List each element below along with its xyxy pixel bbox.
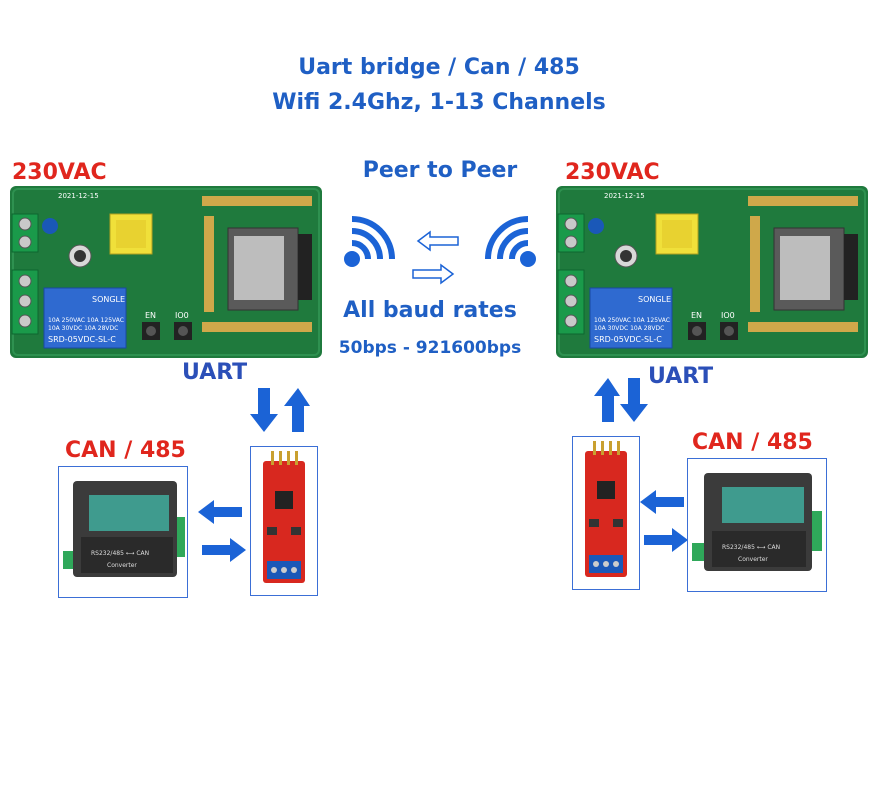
hollow-arrow-left-icon xyxy=(416,230,459,252)
converter-name: Converter xyxy=(107,562,137,569)
right-ttl-module-frame xyxy=(572,436,640,590)
relay-brand: SONGLE xyxy=(638,295,671,304)
right-power-label: 230VAC xyxy=(565,160,660,185)
relay-model: SRD-05VDC-SL-C xyxy=(594,335,662,344)
left-can-label: CAN / 485 xyxy=(65,438,186,463)
title-line-2: Wifi 2.4Ghz, 1-13 Channels xyxy=(272,90,606,115)
converter-model: RS232/485 ⟷ CAN xyxy=(722,544,780,551)
wifi-signal-icon xyxy=(344,216,395,267)
left-uart-label: UART xyxy=(182,360,248,385)
left-can-arrows-icon xyxy=(198,500,246,562)
wifi-signal-icon xyxy=(485,216,536,267)
board-date: 2021-12-15 xyxy=(604,192,645,200)
left-ttl-module-frame xyxy=(250,446,318,596)
right-uart-label: UART xyxy=(648,364,714,389)
board-date: 2021-12-15 xyxy=(58,192,99,200)
io0-button-label: IO0 xyxy=(175,311,189,320)
relay-rating-1: 10A 250VAC 10A 125VAC xyxy=(594,317,670,324)
baud-rates-title: All baud rates xyxy=(343,298,517,323)
relay-brand: SONGLE xyxy=(92,295,125,304)
left-uart-arrows-icon xyxy=(250,388,310,432)
title-line-1: Uart bridge / Can / 485 xyxy=(298,55,580,80)
converter-name: Converter xyxy=(738,556,768,563)
en-button-label: EN xyxy=(691,311,702,320)
right-relay-board: SONGLE 10A 250VAC 10A 125VAC 10A 30VDC 1… xyxy=(556,186,868,358)
right-uart-arrows-icon xyxy=(594,378,648,422)
io0-button-label: IO0 xyxy=(721,311,735,320)
right-can-label: CAN / 485 xyxy=(692,430,813,455)
hollow-arrow-right-icon xyxy=(412,263,455,285)
left-power-label: 230VAC xyxy=(12,160,107,185)
relay-rating-1: 10A 250VAC 10A 125VAC xyxy=(48,317,124,324)
peer-to-peer-label: Peer to Peer xyxy=(362,158,518,183)
left-can-converter-frame: RS232/485 ⟷ CAN Converter xyxy=(58,466,188,598)
left-relay-board: SONGLE 10A 250VAC 10A 125VAC 10A 30VDC 1… xyxy=(10,186,322,358)
relay-model: SRD-05VDC-SL-C xyxy=(48,335,116,344)
right-can-arrows-icon xyxy=(640,490,688,552)
relay-rating-2: 10A 30VDC 10A 28VDC xyxy=(48,325,118,332)
en-button-label: EN xyxy=(145,311,156,320)
converter-model: RS232/485 ⟷ CAN xyxy=(91,550,149,557)
relay-rating-2: 10A 30VDC 10A 28VDC xyxy=(594,325,664,332)
baud-rates-range: 50bps - 921600bps xyxy=(338,338,522,358)
right-can-converter-frame: RS232/485 ⟷ CAN Converter xyxy=(687,458,827,592)
